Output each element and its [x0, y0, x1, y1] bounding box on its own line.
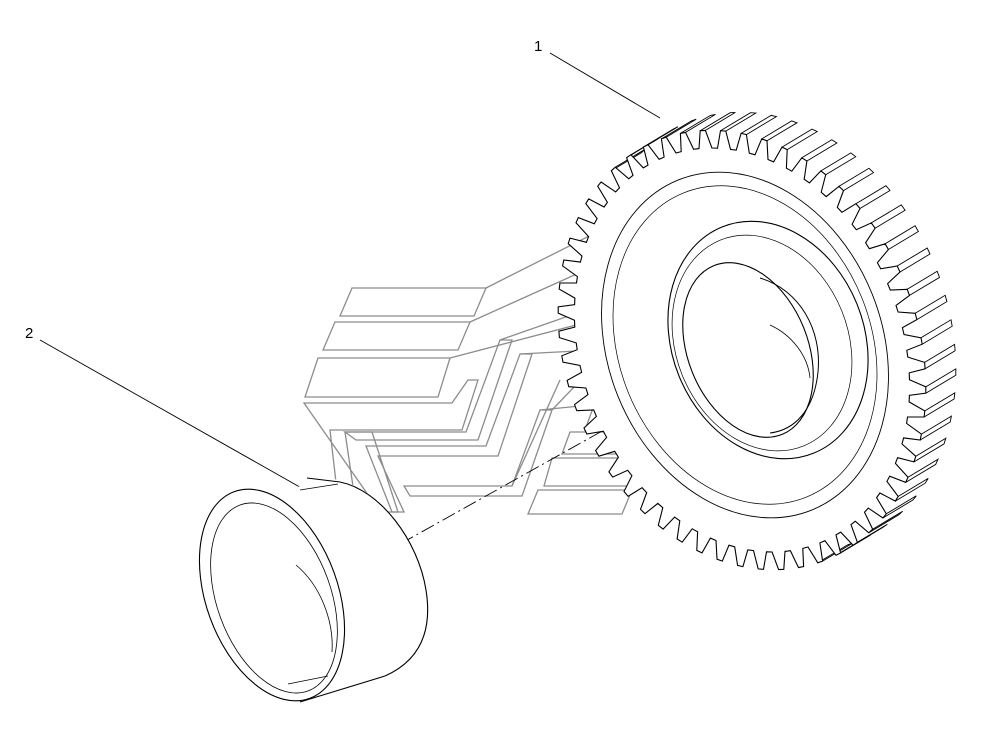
gear-tooth-band	[914, 294, 948, 320]
bushing-top-edge	[306, 477, 341, 483]
gear-tooth-band	[919, 415, 953, 441]
callout-leaders	[39, 52, 661, 491]
gear-tooth-band	[855, 185, 891, 209]
gear-tooth-band	[699, 111, 736, 132]
gear-tooth-band	[906, 270, 941, 296]
gear-tooth-band	[925, 368, 957, 394]
gear-tooth-band	[884, 225, 920, 250]
gear-tooth-band	[871, 204, 906, 229]
bushing-part	[198, 477, 429, 704]
bushing-chamfer-line	[299, 483, 339, 491]
gear-bore-step	[769, 324, 811, 379]
gear-tooth-face	[611, 111, 957, 564]
gear-part	[557, 111, 957, 571]
gear-tooth-band	[913, 437, 947, 463]
bushing-outer-body	[205, 478, 428, 704]
gear-tooth-band	[761, 120, 799, 142]
gear-face-ring-outer	[601, 171, 889, 519]
gear-tooth-band	[920, 319, 953, 345]
leader-line-1	[549, 52, 661, 119]
gear-tooth-band	[661, 118, 697, 140]
gear-tooth-band	[781, 128, 819, 150]
bushing-inner-surface	[295, 564, 333, 653]
gear-tooth-band	[882, 495, 917, 519]
gear-bore-inner-edge	[759, 277, 819, 434]
bushing-inner-edge	[287, 675, 329, 685]
gear-tooth-band	[838, 167, 875, 191]
gear-tooth-band	[905, 458, 939, 483]
gear-face-ring-mid	[612, 185, 878, 505]
gear-bore	[682, 262, 814, 438]
gear-tooth-band	[820, 152, 857, 176]
gear-tooth-band	[740, 114, 778, 135]
gear-tooth-band	[680, 113, 716, 134]
gear-hub-inner	[671, 234, 853, 452]
gear-tooth-band	[643, 126, 679, 148]
bushing-right-end	[339, 481, 429, 677]
gear-tooth-band	[896, 247, 931, 273]
bushing-front-bore	[210, 502, 338, 694]
gear-tooth-outline	[557, 129, 927, 571]
callout-label-2: 2	[25, 325, 34, 342]
gear-tooth-band	[924, 343, 956, 370]
leader-line-2	[39, 339, 306, 491]
gear-tooth-band	[868, 510, 904, 534]
bushing-bottom-edge	[299, 675, 386, 703]
gear-hub-outer	[667, 220, 869, 460]
callout-label-1: 1	[534, 38, 543, 55]
gear-tooth-band	[923, 392, 956, 418]
gear-tooth-band	[801, 139, 838, 162]
gear-tooth-band	[895, 478, 929, 502]
gear-tooth-band	[720, 112, 758, 132]
bushing-front-rim	[198, 488, 346, 702]
